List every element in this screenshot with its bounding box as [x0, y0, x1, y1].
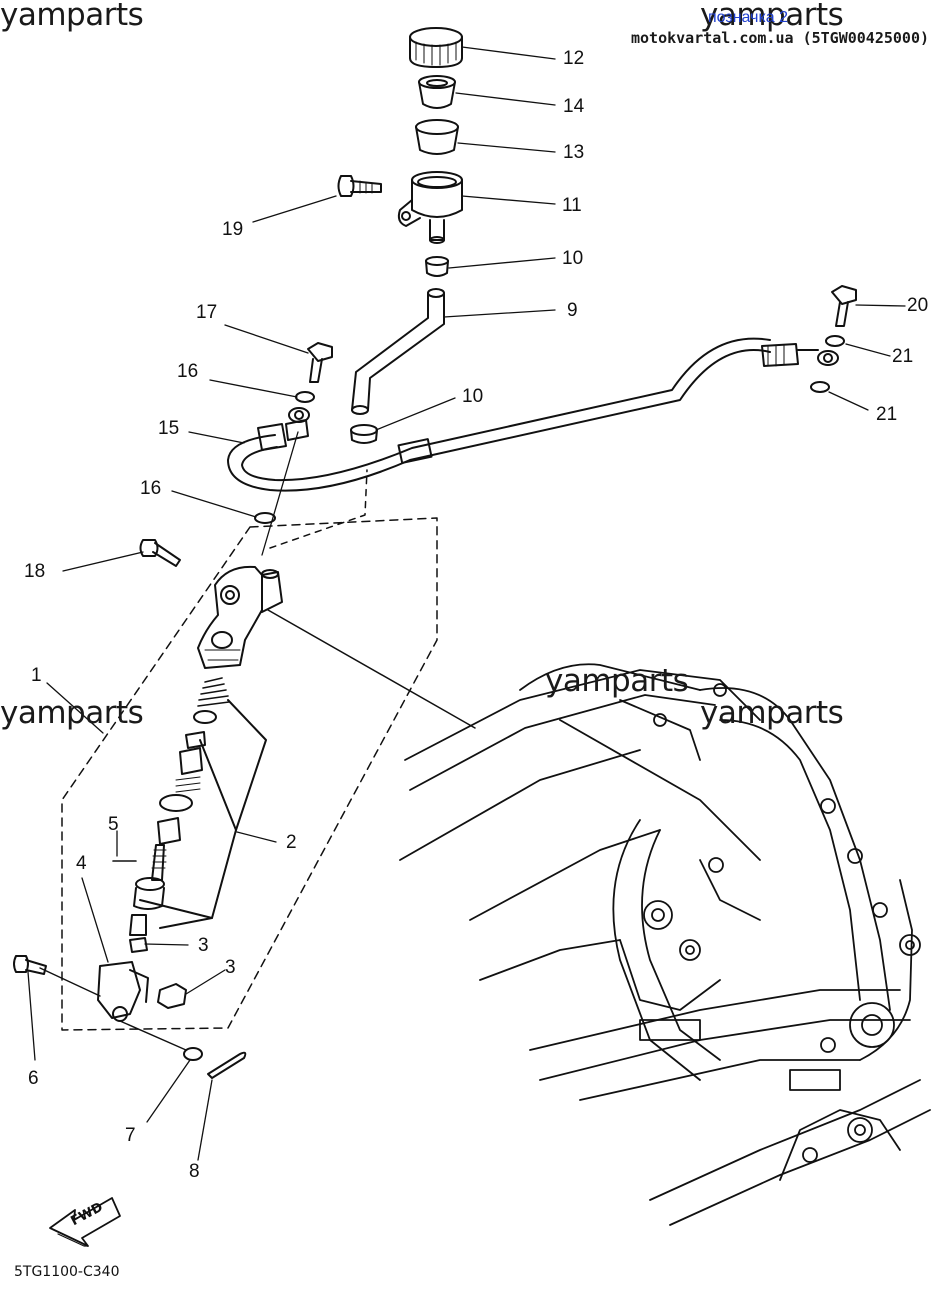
callout-15: 15 — [158, 418, 180, 439]
hose-clip-10-lower — [350, 424, 378, 444]
fwd-arrow-icon — [49, 1197, 121, 1247]
callout-12: 12 — [563, 48, 585, 69]
callout-3a: 3 — [198, 935, 209, 956]
master-cylinder-assembly-outline — [61, 517, 438, 1031]
stamp-label: позначка 2 — [708, 9, 789, 26]
diaphragm-plate-14 — [418, 75, 456, 109]
callout-17: 17 — [196, 302, 218, 323]
watermark-right: yamparts — [700, 695, 844, 731]
callout-leaders — [27, 46, 906, 1161]
callout-18: 18 — [24, 561, 46, 582]
diaphragm-13 — [415, 119, 459, 155]
watermark-top-left: yamparts — [0, 0, 144, 33]
reservoir-hose-9 — [351, 288, 445, 415]
callout-14: 14 — [563, 96, 585, 117]
callout-9: 9 — [567, 300, 578, 321]
brake-hose-15 — [227, 337, 839, 492]
callout-16a: 16 — [177, 361, 199, 382]
screw-19 — [337, 175, 382, 197]
clevis-4 — [97, 961, 149, 1022]
copper-washer-21a — [825, 335, 845, 347]
callout-3b: 3 — [225, 957, 236, 978]
callout-10a: 10 — [562, 248, 584, 269]
union-bolt-20 — [831, 285, 857, 327]
callout-1: 1 — [31, 665, 42, 686]
callout-13: 13 — [563, 142, 585, 163]
watermark-top-right: yamparts — [700, 0, 844, 33]
copper-washer-21b — [810, 381, 830, 393]
callout-19: 19 — [222, 219, 244, 240]
callout-11: 11 — [562, 195, 582, 216]
reservoir-cap-12 — [409, 27, 463, 68]
cotter-pin-8 — [207, 1051, 247, 1079]
callout-10b: 10 — [462, 386, 484, 407]
reservoir-tank-11 — [397, 171, 463, 244]
callout-6: 6 — [28, 1068, 39, 1089]
callout-20: 20 — [907, 295, 929, 316]
motorcycle-frame — [399, 663, 931, 1226]
site-reference: motokvartal.com.ua (5TGW00425000) — [631, 29, 930, 47]
callout-2: 2 — [286, 832, 297, 853]
callout-16b: 16 — [140, 478, 162, 499]
hose-clip-10-upper — [425, 256, 449, 277]
bolt-18 — [139, 539, 181, 567]
watermark-left: yamparts — [0, 695, 144, 731]
piston-kit-2 — [129, 677, 267, 953]
master-cylinder-body — [197, 565, 283, 669]
callout-5: 5 — [108, 814, 119, 835]
watermark-center: yamparts — [545, 663, 689, 699]
copper-washer-16a — [295, 391, 315, 403]
callout-21b: 21 — [876, 404, 898, 425]
callout-21a: 21 — [892, 346, 914, 367]
mount-leader-line — [267, 609, 476, 729]
callout-7: 7 — [125, 1125, 136, 1146]
union-bolt-17 — [307, 342, 333, 383]
diagram-code: 5TG1100-C340 — [14, 1264, 120, 1280]
clevis-pin-6 — [13, 955, 47, 975]
washer-7 — [183, 1047, 203, 1061]
nut-3 — [157, 983, 187, 1009]
callout-4: 4 — [76, 853, 87, 874]
copper-washer-16b — [254, 512, 276, 524]
callout-8: 8 — [189, 1161, 200, 1182]
